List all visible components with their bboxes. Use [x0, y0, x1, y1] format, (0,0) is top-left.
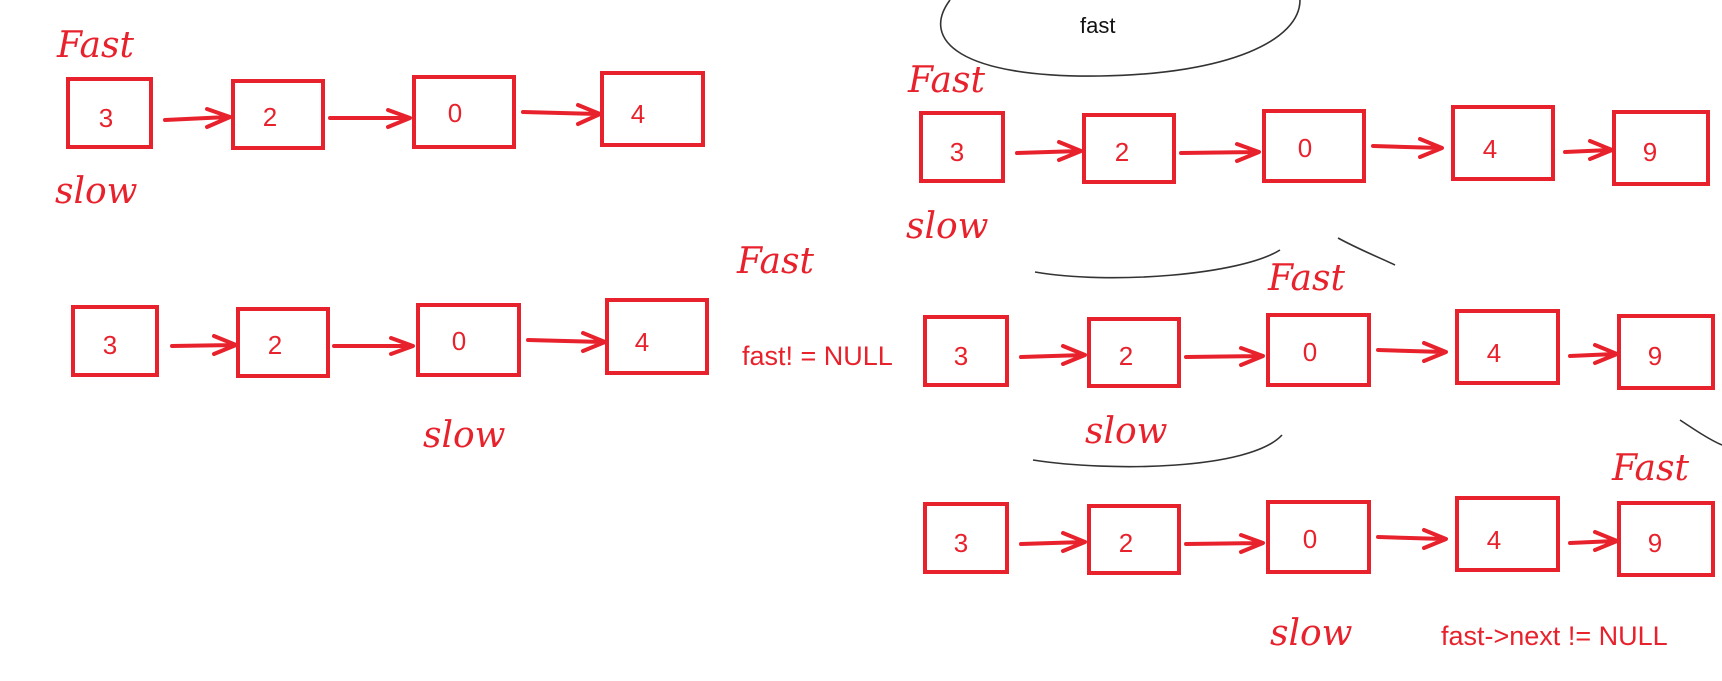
next-arrow	[1568, 530, 1619, 552]
list-node: 9	[1612, 110, 1710, 186]
list-node: 2	[1087, 504, 1181, 575]
next-arrow	[1376, 341, 1448, 363]
list-node: 9	[1617, 501, 1715, 577]
list-node: 2	[1082, 113, 1176, 184]
fast-move-curve	[1337, 237, 1396, 266]
node-value: 3	[103, 330, 117, 360]
list-node: 2	[231, 79, 325, 150]
odd-condition: fast->next != NULL	[1441, 621, 1668, 651]
node-value: 2	[263, 102, 277, 132]
slow-label: slow	[1270, 613, 1353, 654]
node-value: 4	[635, 327, 649, 357]
node-value: 3	[954, 528, 968, 558]
next-arrow	[332, 336, 415, 356]
odd-list-step-2: Fast 3 2 0 4 9 slow	[923, 258, 1715, 452]
list-node: 0	[1266, 313, 1371, 387]
slow-label: slow	[906, 206, 989, 247]
slow-move-curve	[1034, 249, 1281, 279]
node-value: 3	[954, 341, 968, 371]
next-arrow	[170, 334, 238, 356]
node-value: 0	[452, 326, 466, 356]
list-node: 4	[1455, 496, 1560, 572]
list-node: 0	[412, 75, 516, 149]
fast-label: Fast	[907, 60, 985, 101]
list-node: 4	[605, 298, 709, 375]
fast-label: Fast	[56, 25, 134, 66]
next-arrow	[1019, 344, 1087, 366]
next-arrow	[1019, 531, 1087, 553]
node-value: 0	[1303, 524, 1317, 554]
node-value: 9	[1643, 137, 1657, 167]
next-arrow	[328, 108, 412, 129]
node-value: 0	[1298, 133, 1312, 163]
list-node: 0	[416, 303, 521, 377]
node-value: 9	[1648, 341, 1662, 371]
fast-label: Fast	[1267, 258, 1345, 299]
fast-loop-curve	[939, 0, 1301, 77]
node-value: 4	[1483, 134, 1497, 164]
fast-label: Fast	[736, 241, 814, 282]
list-node: 0	[1266, 500, 1371, 574]
slow-label: slow	[1085, 411, 1168, 452]
node-value: 2	[1119, 341, 1133, 371]
list-node: 4	[1455, 309, 1560, 385]
fast-move-curve	[1679, 419, 1722, 446]
node-value: 4	[631, 99, 645, 129]
node-value: 2	[1115, 137, 1129, 167]
node-value: 2	[1119, 528, 1133, 558]
node-value: 2	[268, 330, 282, 360]
next-arrow	[1563, 139, 1614, 161]
next-arrow	[1179, 142, 1261, 163]
even-list-step-1: Fast 3 2 0 4 slow	[55, 25, 705, 212]
list-node: 0	[1262, 109, 1366, 183]
odd-list-step-3: Fast 3 2 0 4 9 slow fast->next != NULL	[923, 448, 1715, 654]
slow-move-curve	[1032, 434, 1283, 468]
fast-label: Fast	[1611, 448, 1689, 489]
list-node: 9	[1617, 314, 1715, 390]
next-arrow	[521, 103, 602, 126]
node-value: 0	[448, 98, 462, 128]
next-arrow	[1184, 346, 1265, 367]
node-value: 4	[1487, 525, 1501, 555]
list-node: 4	[600, 71, 705, 147]
node-value: 4	[1487, 338, 1501, 368]
even-condition: fast! = NULL	[742, 341, 893, 371]
list-node: 3	[66, 77, 153, 149]
list-node: 2	[236, 307, 330, 378]
slow-label: slow	[55, 171, 138, 212]
next-arrow	[526, 331, 607, 353]
list-node: 3	[71, 305, 159, 377]
next-arrow	[1015, 140, 1083, 162]
list-node: 2	[1087, 317, 1181, 388]
next-arrow	[1568, 343, 1619, 365]
next-arrow	[1371, 137, 1444, 159]
list-node: 4	[1451, 105, 1555, 181]
next-arrow	[1184, 533, 1265, 554]
even-list-step-2: 3 2 0 4 slow Fast fast! = NULL	[71, 241, 893, 456]
odd-list-step-1: Fast 3 2 0 4 9 slow	[906, 60, 1710, 247]
list-node: 3	[923, 315, 1009, 387]
slow-label: slow	[423, 415, 506, 456]
node-value: 3	[950, 137, 964, 167]
fast-curve-label: fast	[1080, 13, 1115, 38]
list-node: 3	[919, 111, 1005, 183]
next-arrow	[1376, 528, 1448, 550]
node-value: 0	[1303, 337, 1317, 367]
node-value: 3	[99, 103, 113, 133]
next-arrow	[163, 107, 232, 129]
list-node: 3	[923, 502, 1009, 574]
node-value: 9	[1648, 528, 1662, 558]
